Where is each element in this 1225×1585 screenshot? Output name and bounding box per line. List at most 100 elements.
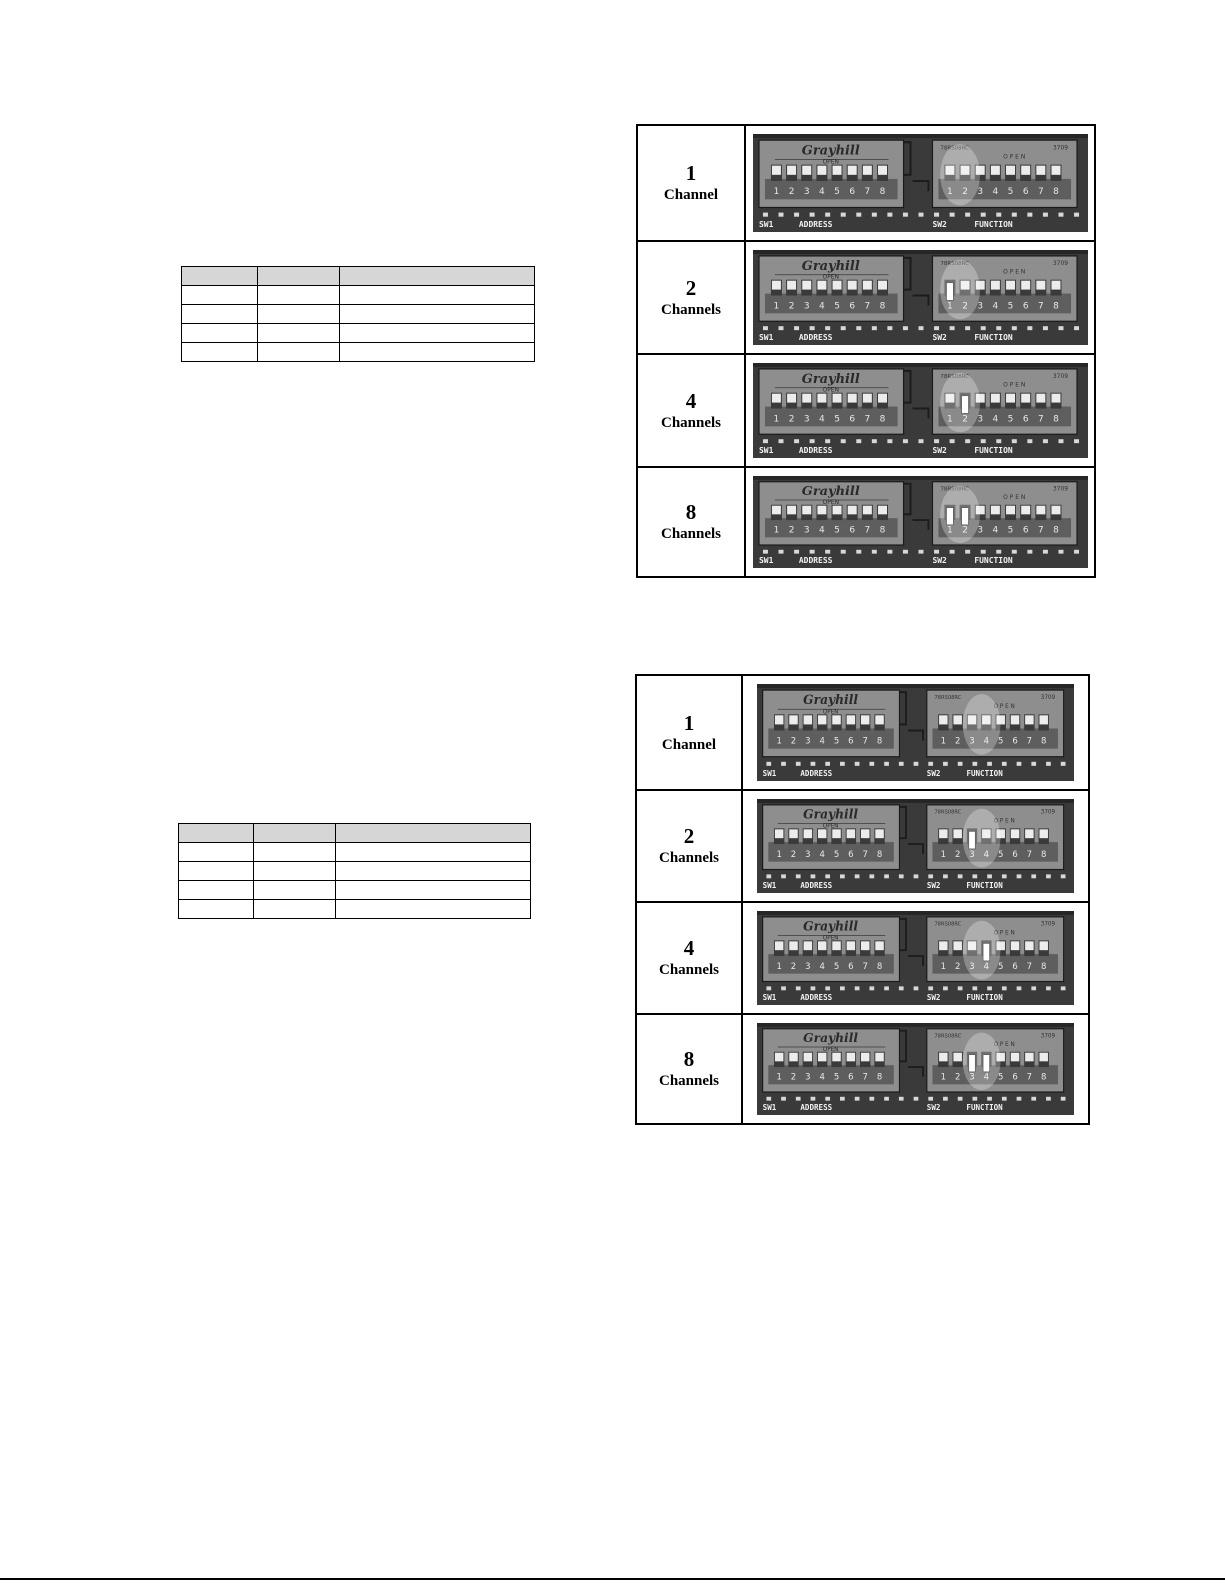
switch-toggle-on — [982, 1054, 991, 1073]
brand-logo-text: Grayhill — [802, 143, 860, 158]
brand-logo-text: Grayhill — [803, 692, 858, 708]
switch-toggle — [832, 505, 842, 515]
sw1-function-label: ADDRESS — [800, 769, 832, 778]
switch-toggle — [1039, 715, 1048, 725]
solder-pad — [810, 761, 816, 766]
solder-pad — [884, 1096, 889, 1101]
solder-pad — [928, 1096, 934, 1101]
switch-toggle — [847, 505, 857, 515]
solder-pad — [840, 761, 845, 766]
switch-toggle — [860, 941, 870, 951]
open-label: OPEN — [823, 1047, 839, 1053]
highlight-ellipse — [940, 372, 981, 433]
switch-toggle — [945, 165, 955, 175]
solder-pad — [871, 439, 877, 444]
switch-number: 3 — [804, 187, 810, 197]
solder-pad — [840, 326, 846, 331]
sw2-label: SW2 — [932, 556, 947, 565]
switch-number: 1 — [776, 850, 781, 860]
open-label: OPEN — [823, 823, 839, 829]
solder-pad — [1011, 326, 1017, 331]
solder-pad — [996, 326, 1002, 331]
switch-number: 8 — [1053, 187, 1059, 197]
switch-toggle — [1025, 715, 1034, 725]
switch-number: 5 — [834, 1072, 839, 1082]
solder-pad — [943, 874, 948, 879]
switch-toggle — [996, 941, 1005, 951]
sw2-function-label: FUNCTION — [966, 1103, 1003, 1112]
board-trace — [898, 1029, 908, 1063]
solder-pad — [795, 986, 801, 991]
solder-pad — [1058, 212, 1064, 217]
solder-pad — [766, 1096, 772, 1101]
switch-toggle — [803, 715, 813, 725]
solder-pad — [794, 212, 800, 217]
sw2-label: SW2 — [932, 446, 947, 455]
switch-number-strip — [932, 728, 1058, 749]
switch-toggle — [774, 829, 784, 839]
sw1-label: SW1 — [763, 881, 777, 890]
switch-number: 6 — [848, 736, 854, 746]
switch-toggle — [817, 715, 827, 725]
table-cell — [335, 861, 531, 881]
switch-toggle — [960, 165, 970, 175]
table-row — [178, 880, 531, 900]
switch-toggle — [875, 829, 884, 839]
switch-toggle — [990, 505, 1000, 515]
switch-toggle — [832, 393, 842, 403]
switch-number: 4 — [993, 414, 999, 424]
switch-number: 3 — [977, 414, 983, 424]
switch-toggle — [1039, 1052, 1048, 1062]
channel-count: 4 — [685, 388, 697, 413]
solder-pad — [980, 326, 986, 331]
switch-number: 6 — [1023, 414, 1029, 424]
sw2-label: SW2 — [932, 333, 947, 342]
board-edge — [757, 911, 1074, 915]
solder-pad — [825, 549, 831, 554]
solder-pad — [871, 212, 877, 217]
solder-pad — [1042, 549, 1048, 554]
solder-pad — [972, 1096, 978, 1101]
solder-pad — [987, 761, 992, 766]
solder-pad — [1027, 549, 1033, 554]
brand-logo-text: Grayhill — [803, 1030, 858, 1045]
sw2-function-label: FUNCTION — [966, 993, 1003, 1002]
switch-toggle — [939, 715, 948, 725]
date-code: 3709 — [1053, 144, 1068, 151]
table-cell — [335, 842, 531, 862]
table-cell — [339, 304, 535, 324]
part-code: 78RS08RC — [934, 1033, 961, 1039]
switch-number: 2 — [955, 962, 960, 972]
switch-toggle — [967, 941, 977, 951]
switch-number: 3 — [977, 526, 983, 536]
switch-number: 8 — [877, 1072, 882, 1082]
switch-toggle — [832, 715, 841, 725]
switch-number-strip — [938, 518, 1072, 538]
switch-toggle-on — [968, 1054, 976, 1073]
switch-toggle — [817, 165, 827, 175]
solder-pad — [918, 326, 924, 331]
solder-pad — [1016, 1096, 1022, 1101]
solder-pad — [980, 439, 986, 444]
switch-toggle — [846, 1052, 856, 1062]
channel-count: 2 — [685, 275, 697, 300]
solder-pad — [869, 761, 875, 766]
switch-number: 6 — [1012, 1072, 1017, 1082]
solder-pad — [766, 761, 772, 766]
switch-number: 2 — [791, 850, 796, 860]
sw2-label: SW2 — [927, 769, 941, 778]
board-trace — [907, 1066, 924, 1077]
switch-number: 7 — [863, 1072, 868, 1082]
channel-count: 8 — [685, 500, 697, 524]
solder-pad — [871, 326, 877, 331]
solder-pad — [943, 986, 948, 991]
solder-pad — [996, 212, 1002, 217]
switch-toggle — [802, 165, 812, 175]
switch-toggle — [803, 941, 813, 951]
switch-number: 3 — [969, 850, 974, 860]
